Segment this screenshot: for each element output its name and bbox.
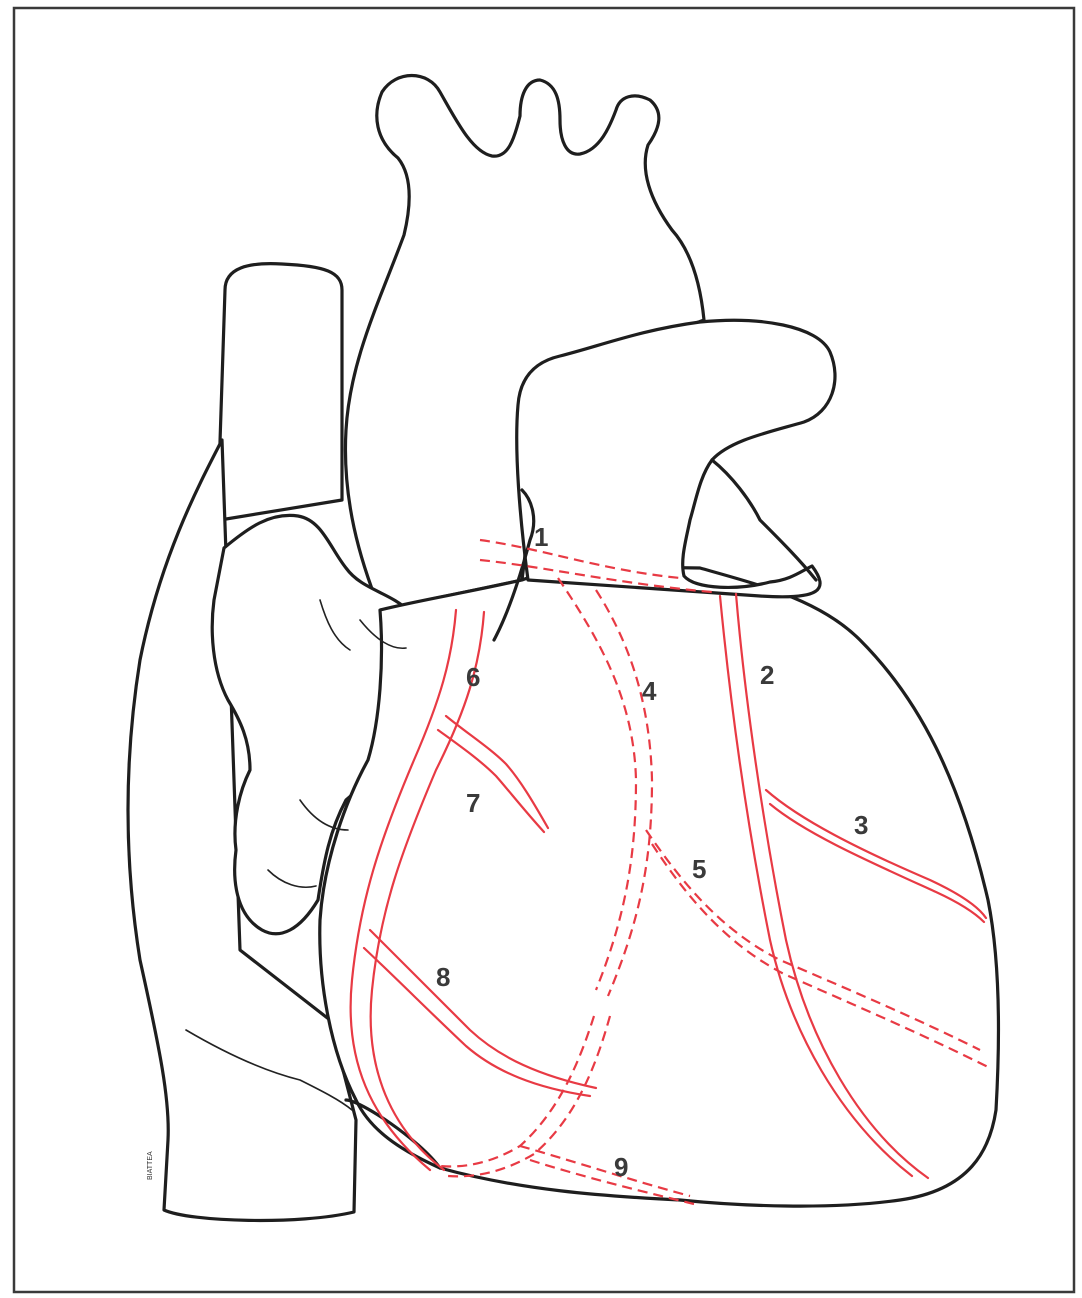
artist-signature: BIATTEA xyxy=(147,1151,154,1180)
label-6: 6 xyxy=(466,662,480,692)
label-2: 2 xyxy=(760,660,774,690)
ventricle-outline xyxy=(320,566,999,1206)
label-4: 4 xyxy=(642,676,657,706)
label-1: 1 xyxy=(534,522,548,552)
label-5: 5 xyxy=(692,854,706,884)
pulmonary-trunk-outline xyxy=(517,320,835,597)
pulmonary-vein-notch xyxy=(712,460,816,580)
label-8: 8 xyxy=(436,962,450,992)
vena-cava-outline xyxy=(220,264,342,520)
label-7: 7 xyxy=(466,788,480,818)
label-3: 3 xyxy=(854,810,868,840)
label-9: 9 xyxy=(614,1152,628,1182)
